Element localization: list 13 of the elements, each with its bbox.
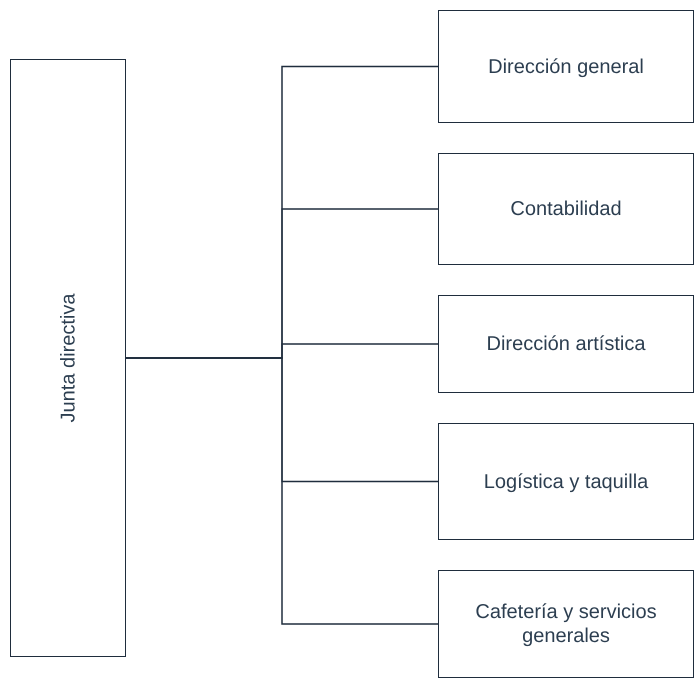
node-label: Cafetería y servicios generales <box>474 600 658 648</box>
node-label: Dirección artística <box>486 332 646 356</box>
department-box <box>438 570 694 678</box>
node-label: Junta directiva <box>56 294 80 422</box>
connector-line <box>126 357 438 625</box>
department-box <box>438 423 694 540</box>
node-label: Dirección general <box>488 54 644 78</box>
node-label: Logística y taquilla <box>484 470 648 494</box>
board-box <box>10 59 126 657</box>
department-box <box>438 10 694 123</box>
department-box <box>438 153 694 265</box>
node-label: Contabilidad <box>510 197 622 221</box>
department-box <box>438 295 694 393</box>
